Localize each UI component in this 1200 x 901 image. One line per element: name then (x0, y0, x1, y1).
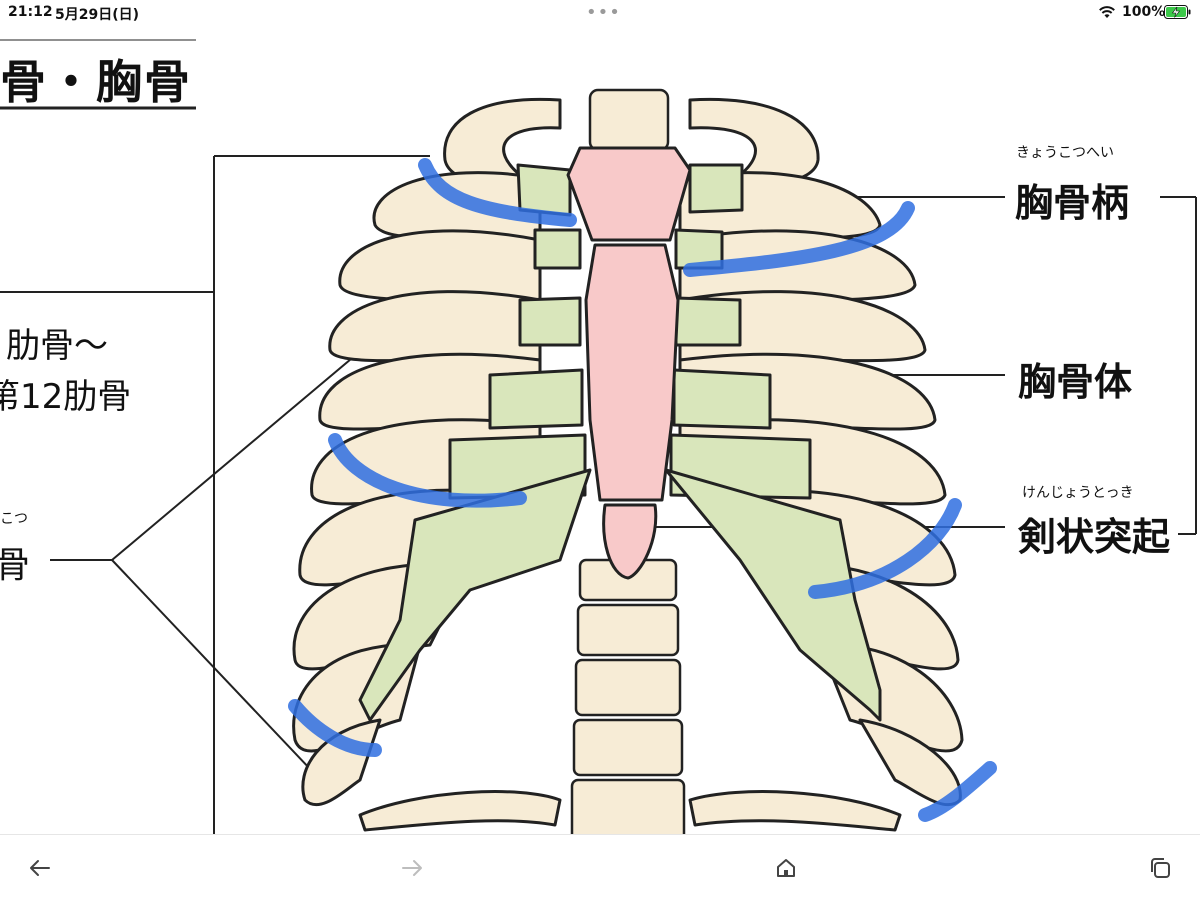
status-bar: 21:12 5月29日(日) ••• 100% (0, 0, 1200, 26)
ribs-label-line2: 第12肋骨 (0, 377, 132, 417)
tabs-icon (1151, 858, 1170, 878)
cartilage-label: 骨 (0, 545, 31, 586)
xiphoid-ruby: けんじょうとっき (1022, 485, 1134, 501)
thorax-diagram (0, 39, 1197, 842)
xiphoid-label: 剣状突起 (1018, 515, 1171, 559)
browser-bottom-toolbar (0, 834, 1200, 901)
battery-charging-icon (1164, 5, 1191, 19)
home-icon (777, 859, 795, 877)
figure-title: 骨・胸骨 (0, 55, 192, 109)
tabs-button[interactable] (1145, 853, 1175, 883)
status-date: 5月29日(日) (55, 7, 140, 23)
battery-percent: 100% (1122, 4, 1166, 20)
back-button[interactable] (25, 853, 55, 883)
ribs-label-line1: 肋骨〜 (6, 326, 108, 366)
arrow-right-icon (402, 860, 422, 876)
multitasking-dots-icon[interactable]: ••• (586, 2, 621, 23)
rib-cage-illustration: 骨・胸骨 肋骨〜 第12肋骨 こつ 骨 きょうこつへい 胸骨柄 胸骨体 けんじょ… (0, 26, 1200, 842)
manubrium-label: 胸骨柄 (1015, 181, 1130, 225)
wifi-icon (1099, 6, 1115, 18)
forward-button[interactable] (397, 853, 427, 883)
status-time: 21:12 (8, 4, 53, 20)
sternum-body-label: 胸骨体 (1018, 360, 1133, 404)
manubrium-ruby: きょうこつへい (1016, 145, 1114, 161)
cartilage-ruby: こつ (0, 511, 28, 527)
arrow-left-icon (30, 860, 50, 876)
home-button[interactable] (771, 853, 801, 883)
